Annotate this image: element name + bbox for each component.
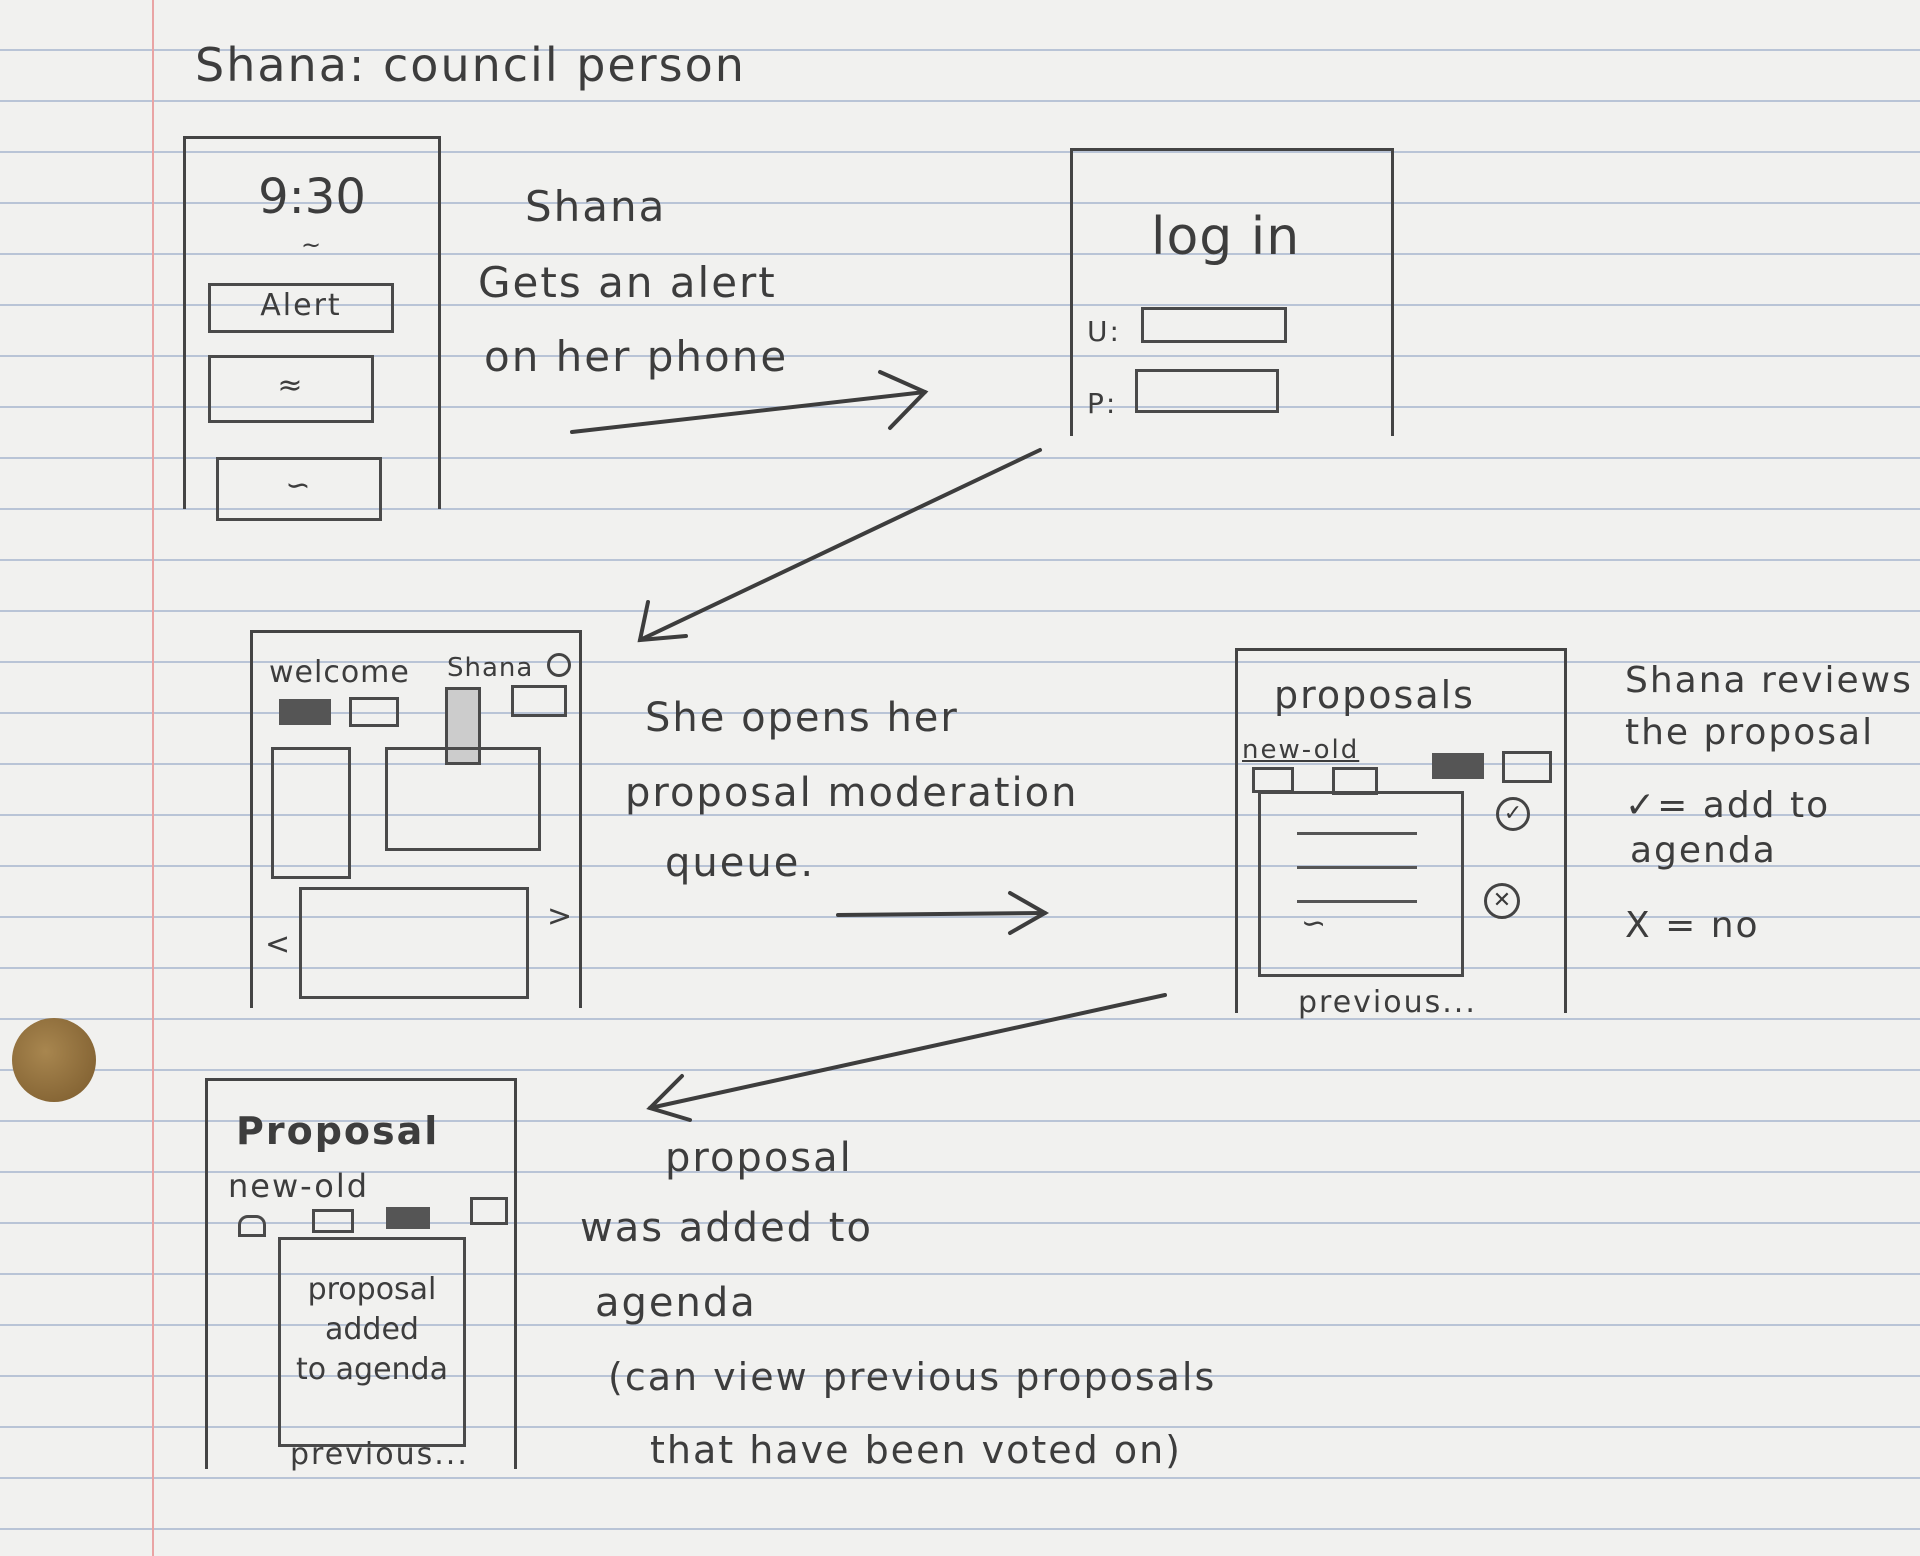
step5-caption-line: that have been voted on) [650, 1428, 1182, 1472]
carousel-prev-button[interactable]: < [265, 927, 293, 962]
arrow-step4-to-step5 [648, 993, 1167, 1110]
arrow-step1-to-step2 [570, 390, 927, 434]
phone-time: 9:30 [258, 169, 366, 225]
proposal-card[interactable]: ∽ [1258, 791, 1464, 977]
margin-line [152, 0, 154, 1556]
tab-selected[interactable] [445, 687, 481, 765]
scribble: ∽ [1301, 906, 1329, 941]
tab-active[interactable] [279, 699, 331, 725]
confirmation-screen-sketch: Proposal new-old proposal added to agend… [205, 1078, 517, 1472]
user-name-label: Shana [447, 653, 534, 683]
previous-link[interactable]: previous... [1298, 985, 1477, 1020]
arrow-step2-to-step3 [638, 448, 1042, 642]
tab[interactable] [312, 1209, 354, 1233]
sort-filter-label: new-old [1242, 735, 1360, 765]
alert-box[interactable]: Alert [208, 283, 394, 333]
username-field[interactable] [1141, 307, 1287, 343]
alert-label: Alert [260, 288, 342, 323]
tab[interactable] [511, 685, 567, 717]
content-card[interactable] [271, 747, 351, 879]
login-heading: log in [1151, 207, 1301, 267]
squiggle: ~ [300, 231, 324, 259]
arrowhead [646, 1074, 692, 1122]
login-screen-sketch: log in U: P: [1070, 148, 1394, 436]
check-circle-icon[interactable]: ✓ [1496, 797, 1530, 831]
scribble: ≈ [277, 368, 305, 403]
tab-active[interactable] [386, 1207, 430, 1229]
page-title: Shana: council person [195, 38, 746, 92]
confirmation-message-line: to agenda [296, 1352, 448, 1387]
content-card[interactable] [385, 747, 541, 851]
arrowhead [878, 370, 929, 430]
text-line [1297, 866, 1417, 869]
proposals-heading: proposals [1274, 673, 1475, 717]
carousel-next-button[interactable]: > [547, 899, 575, 934]
step5-caption-line: agenda [595, 1280, 757, 1326]
notification-card[interactable]: ∽ [216, 457, 382, 521]
step5-caption-line: proposal [665, 1135, 853, 1181]
sort-filter-label: new-old [228, 1167, 370, 1205]
text-line [1297, 832, 1417, 835]
previous-link[interactable]: previous... [290, 1437, 469, 1472]
tab-active[interactable] [1432, 753, 1484, 779]
step3-caption-line: queue. [665, 840, 816, 886]
search-icon[interactable] [547, 653, 571, 677]
confirmation-message-line: added [325, 1312, 419, 1347]
step4-caption-line: Shana reviews [1625, 660, 1913, 701]
x-circle-icon[interactable]: ✕ [1484, 883, 1520, 919]
password-field[interactable] [1135, 369, 1279, 413]
arrow-step3-to-step4 [836, 911, 1047, 917]
binder-hole [12, 1018, 96, 1102]
step4-caption-line: agenda [1630, 830, 1777, 871]
notification-card[interactable]: ≈ [208, 355, 374, 423]
tab[interactable] [238, 1215, 266, 1237]
username-label: U: [1087, 315, 1121, 348]
arrowhead [1008, 891, 1050, 935]
step4-caption-line: X = no [1625, 905, 1760, 946]
step1-caption-line: Shana [525, 182, 667, 231]
confirmation-message-line: proposal [307, 1272, 437, 1307]
welcome-label: welcome [269, 655, 410, 690]
arrowhead [637, 600, 688, 643]
step1-caption-line: on her phone [484, 332, 789, 381]
confirmation-card: proposal added to agenda [278, 1237, 466, 1447]
password-label: P: [1087, 387, 1118, 420]
tab[interactable] [349, 697, 399, 727]
scribble: ∽ [285, 468, 313, 503]
step4-caption-line: ✓= add to [1625, 785, 1831, 826]
step1-caption-line: Gets an alert [478, 258, 777, 307]
text-line [1297, 900, 1417, 903]
phone-sketch: 9:30 ~ Alert ≈ ∽ [183, 136, 441, 521]
step5-caption-line: (can view previous proposals [608, 1355, 1217, 1399]
step4-caption-line: the proposal [1625, 712, 1875, 753]
tab[interactable] [1502, 751, 1552, 783]
tab[interactable] [470, 1197, 508, 1225]
carousel-card[interactable] [299, 887, 529, 999]
dashboard-sketch: welcome Shana < > [250, 630, 582, 1008]
step3-caption-line: She opens her [645, 695, 959, 741]
proposal-heading: Proposal [236, 1109, 440, 1153]
step5-caption-line: was added to [580, 1205, 873, 1251]
proposals-screen-sketch: proposals new-old ∽ ✓ ✕ previous... [1235, 648, 1567, 1020]
step3-caption-line: proposal moderation [625, 770, 1079, 816]
